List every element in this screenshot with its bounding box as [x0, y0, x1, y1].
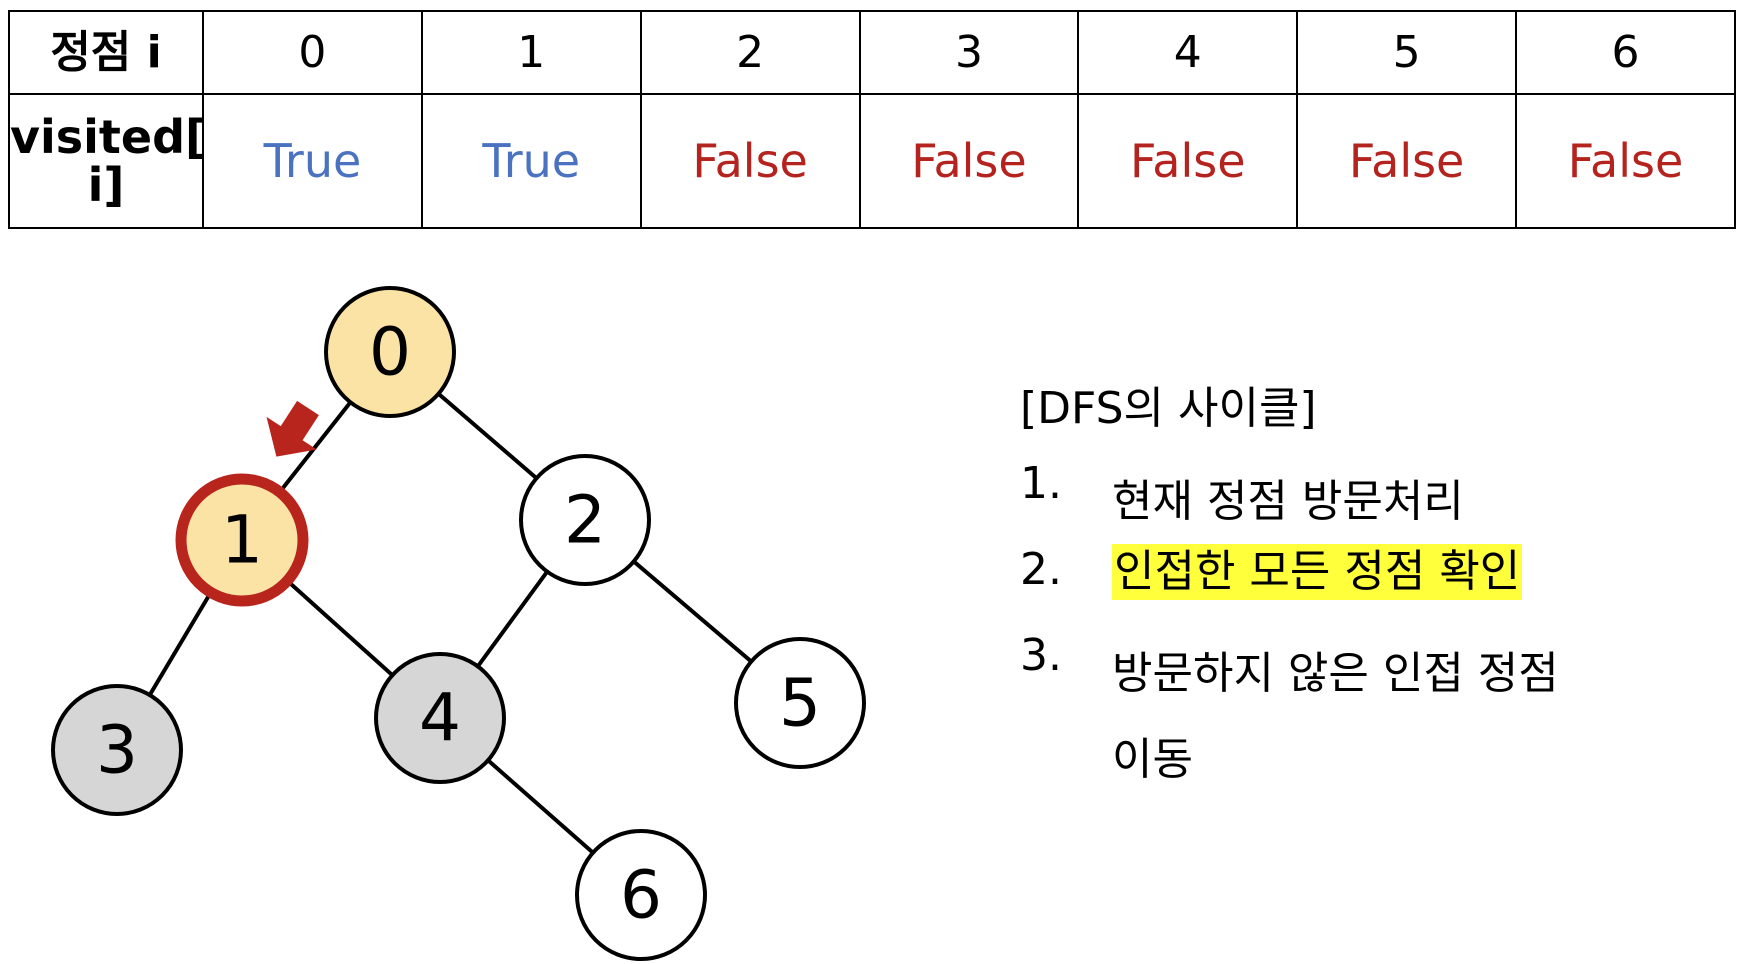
graph-node-0: 0 — [324, 286, 456, 418]
cycle-step-3: 3. 방문하지 않은 인접 정점 — [1020, 630, 1559, 718]
vertex-row: 정점 i 0 1 2 3 4 5 6 — [8, 10, 1736, 95]
cycle-step-3-continued: 이동 — [1112, 734, 1193, 785]
vertex-index-2: 2 — [639, 10, 861, 95]
graph-node-1: 1 — [175, 473, 309, 607]
node-circle-1 — [175, 473, 309, 607]
cycle-step-1: 1. 현재 정점 방문처리 — [1020, 458, 1464, 546]
node-circle-2 — [519, 454, 651, 586]
vertex-index-5: 5 — [1296, 10, 1518, 95]
traversal-arrow-icon — [266, 400, 319, 457]
visited-table: 정점 i 0 1 2 3 4 5 6 visited[ i] True True… — [8, 10, 1736, 229]
node-label-0: 0 — [369, 314, 411, 391]
graph-node-4: 4 — [374, 652, 506, 784]
step-text: 방문하지 않은 인접 정점 — [1112, 648, 1559, 699]
node-label-6: 6 — [620, 857, 662, 934]
step-text-highlighted: 인접한 모든 정점 확인 — [1112, 544, 1523, 600]
step-number: 3. — [1020, 630, 1062, 681]
visited-value-5: False — [1296, 93, 1518, 229]
visited-value-3: False — [858, 93, 1080, 229]
vertex-index-1: 1 — [420, 10, 642, 95]
node-label-3: 3 — [96, 712, 138, 789]
node-circle-4 — [374, 652, 506, 784]
cycle-title: [DFS의 사이클] — [1020, 383, 1317, 434]
step-text: 현재 정점 방문처리 — [1112, 476, 1464, 527]
visited-value-1: True — [420, 93, 642, 229]
visited-value-4: False — [1077, 93, 1299, 229]
cycle-step-2: 2. 인접한 모든 정점 확인 — [1020, 544, 1523, 600]
vertex-header: 정점 i — [8, 10, 204, 95]
step-number: 1. — [1020, 458, 1062, 509]
vertex-index-4: 4 — [1077, 10, 1299, 95]
graph-node-2: 2 — [519, 454, 651, 586]
node-label-2: 2 — [564, 482, 606, 559]
visited-value-2: False — [639, 93, 861, 229]
visited-header-line1: visited[ — [10, 110, 207, 164]
visited-value-0: True — [202, 93, 423, 229]
traversal-arrow-shape — [266, 400, 319, 457]
vertex-index-6: 6 — [1515, 10, 1736, 95]
graph-diagram: 0 1 2 3 4 5 6 — [51, 286, 866, 961]
vertex-index-3: 3 — [858, 10, 1080, 95]
node-label-5: 5 — [779, 665, 821, 742]
node-label-1: 1 — [221, 502, 263, 579]
graph-nodes: 0 1 2 3 4 5 6 — [51, 286, 866, 961]
graph-node-3: 3 — [51, 684, 183, 816]
graph-node-5: 5 — [734, 637, 866, 769]
graph-edges — [115, 350, 802, 897]
node-circle-6 — [575, 829, 707, 961]
node-label-4: 4 — [419, 680, 461, 757]
graph-node-6: 6 — [575, 829, 707, 961]
visited-header-line2: i] — [87, 158, 125, 212]
node-circle-5 — [734, 637, 866, 769]
vertex-index-0: 0 — [202, 10, 423, 95]
step-number: 2. — [1020, 544, 1062, 595]
visited-header: visited[ i] — [8, 93, 207, 229]
visited-row: visited[ i] True True False False False … — [8, 93, 1736, 229]
visited-value-6: False — [1515, 93, 1736, 229]
node-circle-0 — [324, 286, 456, 418]
node-circle-3 — [51, 684, 183, 816]
